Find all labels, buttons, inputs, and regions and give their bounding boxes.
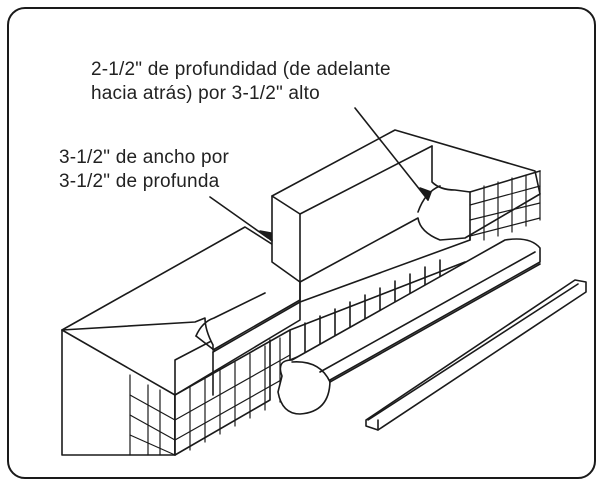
width-callout-line-2: 3-1/2" de profunda xyxy=(59,171,220,192)
base-block xyxy=(61,226,301,456)
front-rail xyxy=(277,238,541,415)
depth-arrowhead xyxy=(419,187,432,201)
base-block-front-grid xyxy=(129,337,291,456)
width-arrowhead xyxy=(259,230,273,242)
rear-block-grid xyxy=(469,170,541,241)
leader-lines xyxy=(209,107,432,242)
depth-callout-line-2: hacia atrás) por 3-1/2" alto xyxy=(91,83,320,104)
width-callout-label: 3-1/2" de ancho por 3-1/2" de profunda xyxy=(59,146,229,194)
illustration-frame xyxy=(7,7,596,479)
width-leader-line xyxy=(209,196,269,239)
guide-rail xyxy=(365,279,587,431)
width-callout-line-1: 3-1/2" de ancho por xyxy=(59,147,230,168)
rear-block xyxy=(271,129,541,283)
depth-callout-label: 2-1/2" de profundidad (de adelante hacia… xyxy=(91,58,391,106)
depth-leader-line xyxy=(354,107,429,201)
depth-callout-line-1: 2-1/2" de profundidad (de adelante xyxy=(91,59,391,80)
